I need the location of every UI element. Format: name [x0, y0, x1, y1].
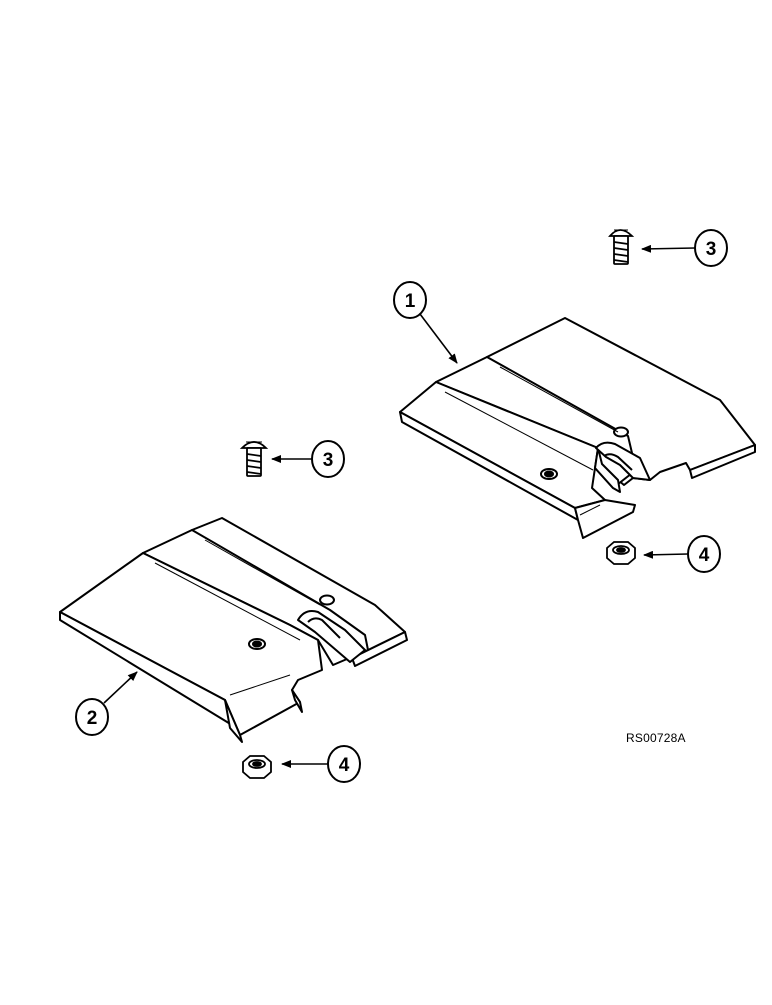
callout-3-upper-label: 3: [706, 239, 717, 260]
leader-lines: [103, 244, 696, 768]
callout-4-upper: 4: [687, 535, 721, 573]
callout-1: 1: [393, 281, 427, 319]
reference-code: RS00728A: [626, 731, 686, 745]
nut-icon: [242, 755, 272, 779]
callout-3-lower: 3: [311, 440, 345, 478]
callout-3-upper: 3: [694, 229, 728, 267]
callout-2: 2: [75, 698, 109, 736]
callout-1-label: 1: [405, 291, 416, 312]
callout-2-label: 2: [87, 708, 98, 729]
plate-part-1: [399, 317, 756, 539]
nut-icon: [606, 541, 636, 565]
screw-icon: [239, 441, 269, 477]
plate-part-2: [59, 517, 408, 743]
callout-4-lower-label: 4: [339, 755, 350, 776]
screw-icon: [608, 229, 635, 265]
callout-3-lower-label: 3: [323, 450, 334, 471]
callout-4-upper-label: 4: [699, 545, 710, 566]
callout-4-lower: 4: [327, 745, 361, 783]
